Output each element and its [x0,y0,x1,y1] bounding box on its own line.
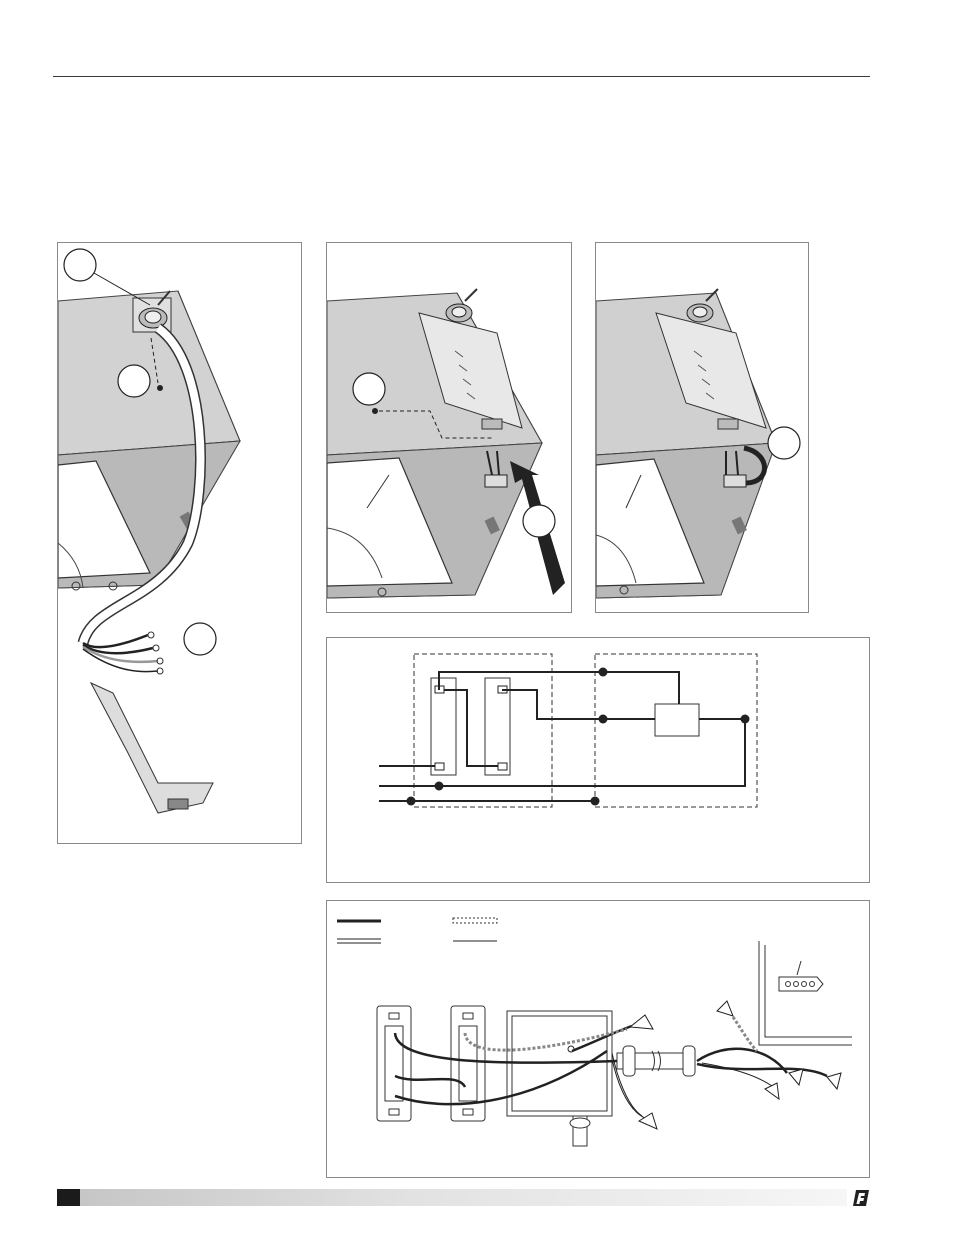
callout-3 [183,622,217,656]
callout-2 [117,364,151,398]
callout-1 [63,248,97,282]
figure-connector-plug-drawing [596,288,801,599]
figure-wiring-bracket [57,242,302,844]
footer-bar [57,1189,847,1206]
wire-legend [337,917,498,944]
callout-2 [522,504,556,538]
header-rule [53,76,870,77]
wiring-pictorial-drawing [337,917,852,1147]
figure-bracket-screw-drawing [327,288,565,599]
figure-bracket-screw [326,242,572,613]
wiring-schematic [326,637,870,883]
figure-wiring-bracket-drawing [58,248,241,814]
wiring-schematic-drawing [379,653,758,808]
callout-1 [352,372,386,406]
footer-page-tab [57,1189,80,1206]
callout-1 [767,426,801,460]
wiring-pictorial [326,900,870,1178]
figure-connector-plug [595,242,809,613]
brand-logo-icon [853,1190,869,1206]
